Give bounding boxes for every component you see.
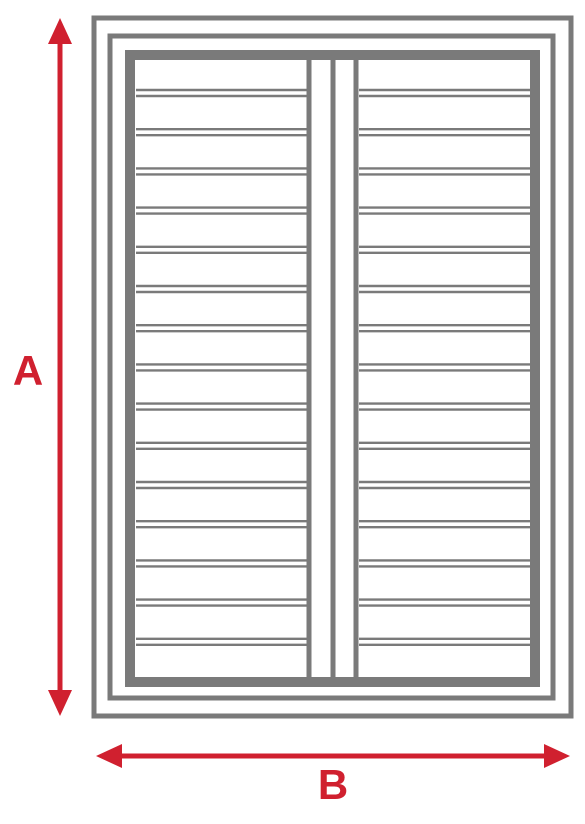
height-label: A [13, 347, 43, 394]
middle-frame [107, 33, 556, 701]
window-frame [91, 15, 574, 719]
arrow-down-icon [48, 690, 72, 716]
arrow-left-icon [96, 744, 122, 768]
outer-frame [91, 15, 574, 719]
inner-frame [125, 50, 540, 687]
arrow-right-icon [544, 744, 570, 768]
width-label: B [318, 761, 348, 808]
shutter-slats [136, 88, 530, 646]
center-mullion [306, 58, 359, 678]
width-dimension: B [96, 744, 570, 808]
arrow-up-icon [48, 18, 72, 44]
height-dimension: A [13, 18, 72, 716]
